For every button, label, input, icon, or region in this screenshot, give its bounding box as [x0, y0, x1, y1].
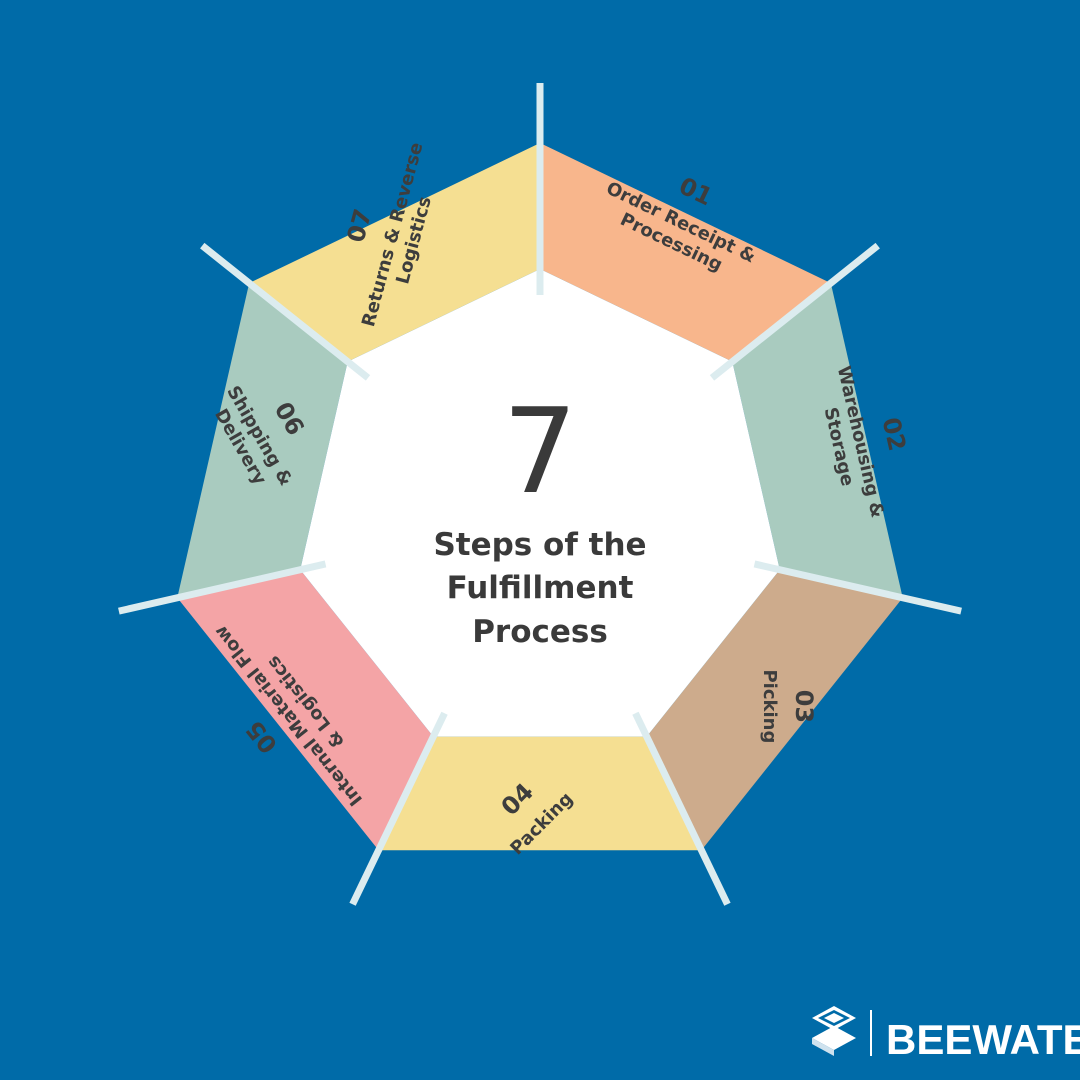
brand-logo: BEEWATEC	[812, 1006, 1080, 1063]
step-segment-07	[249, 143, 540, 362]
step-label-group-03: 03 Picking	[759, 669, 818, 743]
brand-name: BEEWATEC	[886, 1016, 1080, 1063]
divider-spokes	[118, 83, 962, 906]
step-segment-02	[732, 283, 903, 598]
divider-spoke	[709, 242, 880, 381]
step-number-03: 03	[790, 690, 818, 723]
step-segment-01	[540, 143, 831, 362]
center-title-line-1: Steps of the	[433, 527, 646, 563]
center-hub	[300, 269, 780, 737]
divider-spoke	[118, 560, 327, 615]
step-segment-06	[177, 283, 348, 598]
center-number: 7	[502, 382, 577, 520]
beewatec-cube-logo-icon	[812, 1006, 856, 1056]
divider-spoke	[200, 242, 371, 381]
step-segment-05	[177, 569, 434, 851]
step-segments	[177, 143, 903, 851]
divider-spoke	[349, 711, 448, 906]
divider-spoke	[632, 711, 731, 906]
step-label-03-line-1: Picking	[759, 669, 780, 743]
center-title-line-3: Process	[472, 614, 608, 650]
step-segment-04	[378, 736, 702, 851]
step-segment-03	[646, 569, 903, 851]
brand-divider	[870, 1010, 872, 1056]
divider-spoke	[753, 560, 962, 615]
center-text: 7 Steps of the Fulfillment Process	[433, 382, 646, 650]
center-title-line-2: Fulfillment	[447, 570, 634, 606]
